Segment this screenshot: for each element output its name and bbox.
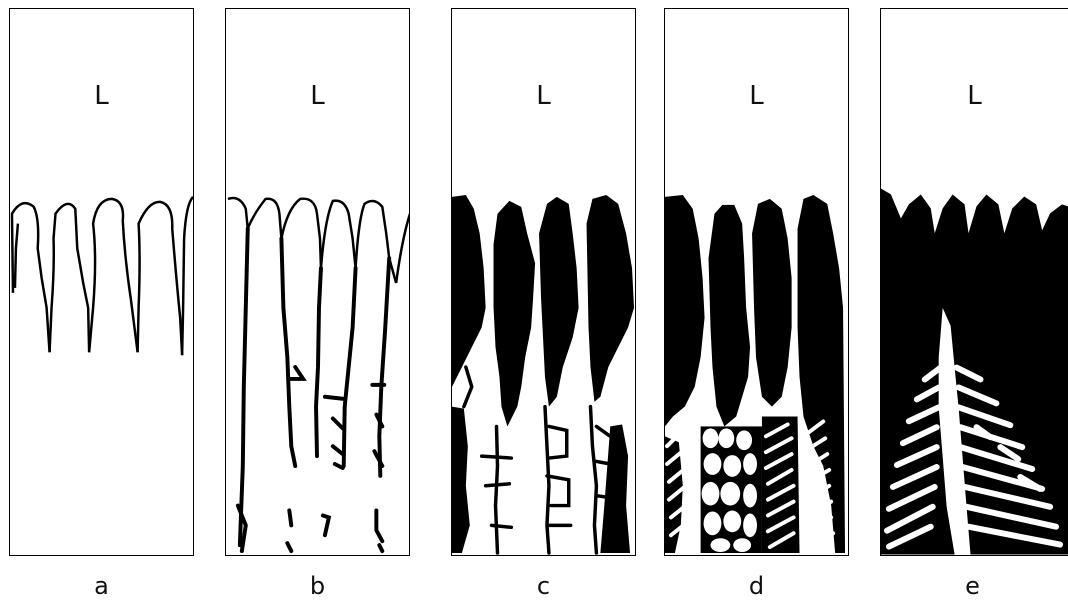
panel-a-caption: a <box>94 572 109 600</box>
dendrite-outline-drawing <box>10 196 193 356</box>
panel-b: L <box>225 8 410 556</box>
panel-d: L <box>664 8 849 556</box>
dendrite-outline-drawing <box>227 196 409 554</box>
panel-c: L <box>451 8 636 556</box>
liquid-label: L <box>967 81 982 111</box>
panel-c-caption: c <box>536 572 551 600</box>
liquid-label: L <box>94 81 109 111</box>
dendrite-solid-drawing <box>452 194 635 555</box>
panel-e: L <box>880 8 1068 556</box>
dendrite-solid-drawing <box>881 188 1068 555</box>
panel-b-caption: b <box>309 572 326 600</box>
panel-d-caption: d <box>748 572 765 600</box>
panel-e-caption: e <box>965 572 980 600</box>
liquid-label: L <box>536 81 551 111</box>
panel-a: L <box>9 8 194 556</box>
dendrite-solid-drawing <box>665 194 846 554</box>
liquid-label: L <box>310 81 325 111</box>
liquid-label: L <box>749 81 764 111</box>
